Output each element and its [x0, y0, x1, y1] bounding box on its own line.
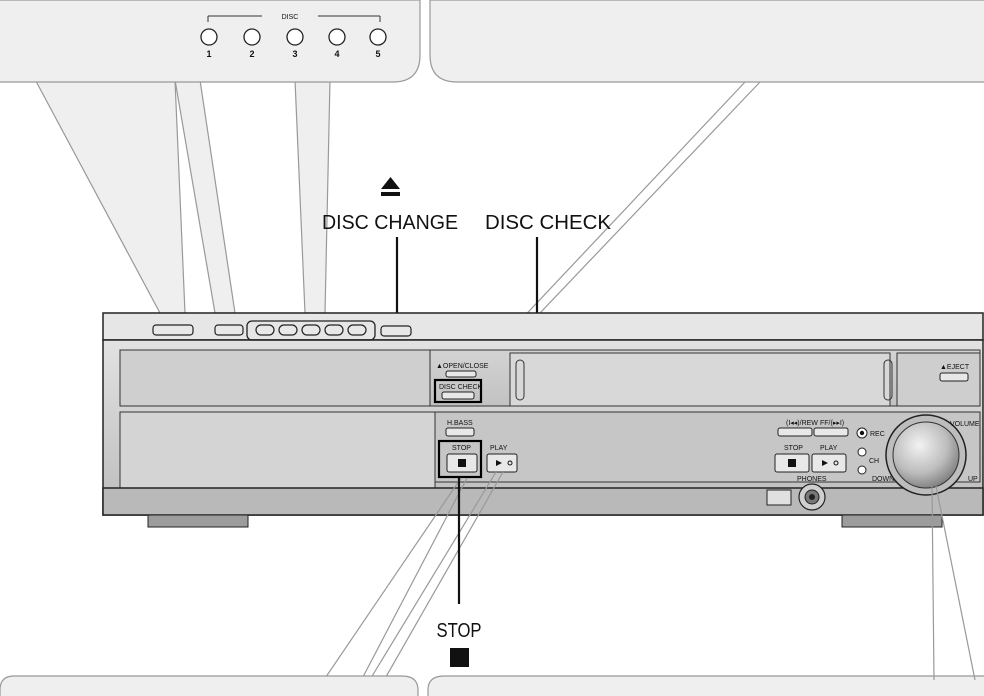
eject-button[interactable]: [939, 372, 969, 382]
disc-button-4[interactable]: [324, 324, 344, 336]
disc-buttons-group: [246, 320, 376, 341]
open-close-button[interactable]: [445, 370, 477, 378]
callout-line: [374, 471, 504, 696]
phones-panel: [766, 489, 792, 506]
play-right-button[interactable]: [811, 453, 847, 473]
open-close-label: ▲OPEN/CLOSE: [436, 363, 489, 370]
eject-triangle-icon: [381, 177, 400, 189]
lower-left-panel: [119, 411, 436, 489]
right-foot: [841, 514, 943, 528]
ch-up-button[interactable]: [857, 447, 867, 457]
play-circle-icon: [507, 460, 513, 466]
rew-button[interactable]: [777, 427, 813, 437]
stop-small-label: STOP: [452, 445, 471, 452]
eject-bar-icon: [381, 192, 400, 196]
top-button-1[interactable]: [152, 324, 194, 336]
disc-indicator-1: 1: [200, 28, 218, 59]
top-button-2[interactable]: [214, 324, 244, 336]
left-foot: [147, 514, 249, 528]
stop-right-square-icon: [788, 459, 796, 467]
unit-base: [102, 487, 984, 516]
disc-indicator-2: 2: [243, 28, 261, 59]
disc-indicator-row: DISC 1 2 3 4 5: [200, 14, 387, 59]
disc-number-1: 1: [206, 49, 211, 59]
play-triangle-icon: [496, 460, 502, 466]
disc-indicator-3: 3: [286, 28, 304, 59]
disc-change-button[interactable]: [380, 325, 412, 337]
up-label: UP: [968, 476, 978, 483]
disc-indicator-4: 4: [328, 28, 346, 59]
play-right-label: PLAY: [820, 445, 838, 452]
stop-label: STOP: [437, 620, 482, 642]
ch-label: CH: [869, 458, 879, 465]
callout-line: [312, 477, 462, 696]
rec-label: REC: [870, 431, 885, 438]
callout-line: [359, 471, 497, 696]
disc-button-3[interactable]: [301, 324, 321, 336]
stop-square-icon: [458, 459, 466, 467]
phones-jack-center-icon: [809, 494, 815, 500]
disc-check-highlight: [433, 378, 483, 404]
disc-button-2[interactable]: [278, 324, 298, 336]
disc-tray: [509, 352, 891, 407]
h-bass-label: H.BASS: [447, 420, 473, 427]
stop-right-label: STOP: [784, 445, 803, 452]
rew-label: (I◂◂)/REW: [786, 420, 818, 427]
top-strip: [102, 312, 984, 341]
play-small-label: PLAY: [490, 445, 508, 452]
volume-label: VOLUME: [950, 421, 980, 428]
stereo-unit: [102, 312, 984, 528]
play-right-triangle-icon: [822, 460, 828, 466]
disc-check-button[interactable]: [441, 391, 475, 400]
callout-bottom-left: [0, 471, 504, 696]
callout-top-left: [0, 0, 421, 314]
disc-button-1[interactable]: [255, 324, 275, 336]
disc-indicator-5: 5: [369, 28, 387, 59]
h-bass-button[interactable]: [445, 427, 475, 437]
stop-square-big-icon: [450, 648, 469, 667]
down-label: DOWN: [872, 476, 894, 483]
ff-label: FF/(▸▸I): [820, 420, 844, 427]
rec-dot-icon: [859, 430, 865, 436]
phones-label: PHONES: [797, 476, 827, 483]
play-right-circle-icon: [833, 460, 839, 466]
disc-number-3: 3: [292, 49, 297, 59]
disc-change-label: DISC CHANGE: [322, 212, 458, 234]
callout-bottom-right: [427, 485, 984, 696]
disc-number-2: 2: [249, 49, 254, 59]
eject-label: ▲EJECT: [940, 364, 970, 371]
volume-knob[interactable]: [892, 421, 960, 489]
callout-line: [352, 477, 468, 696]
disc-button-5[interactable]: [347, 324, 367, 336]
disc-group-label: DISC: [282, 14, 299, 21]
callout-line: [935, 485, 976, 681]
stop-highlight: [437, 439, 483, 479]
disc-number-5: 5: [375, 49, 380, 59]
ch-down-button[interactable]: [857, 465, 867, 475]
disc-check-small-label: DISC CHECK: [439, 384, 483, 391]
disc-number-4: 4: [334, 49, 339, 59]
left-tray: [119, 349, 431, 407]
disc-check-label: DISC CHECK: [485, 212, 612, 234]
ff-button[interactable]: [813, 427, 849, 437]
callout-line: [931, 485, 935, 681]
